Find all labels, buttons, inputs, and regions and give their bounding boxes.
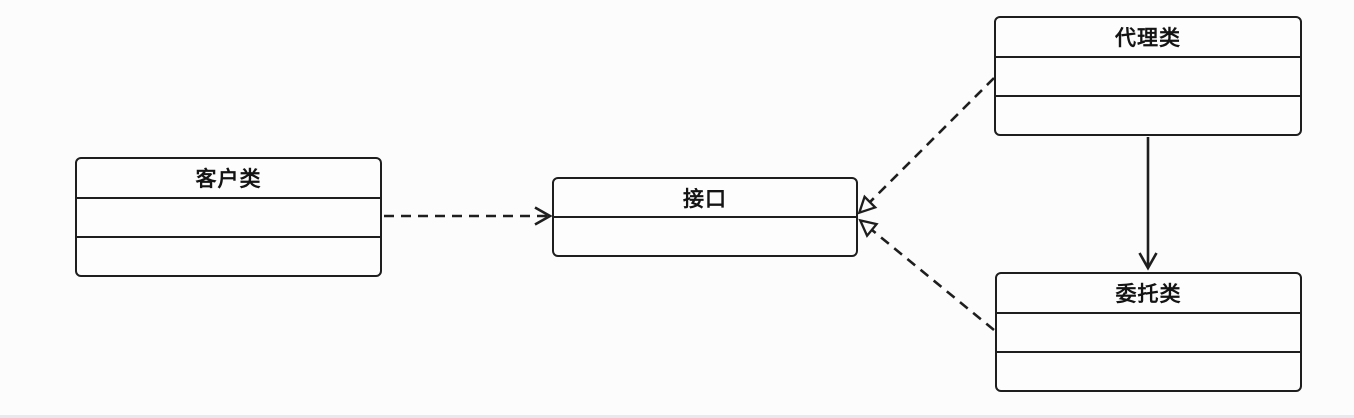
class-box-client: 客户类 [75,157,382,277]
edge-realization-delegate-to-interface [858,218,995,332]
delegate-methods-compartment [997,351,1300,390]
client-methods-compartment [77,236,380,275]
class-title-interface: 接口 [683,187,727,211]
client-attributes-compartment [77,197,380,236]
class-title-client: 客户类 [195,168,262,191]
class-title-delegate: 委托类 [1115,283,1182,306]
bottom-edge-strip [0,415,1354,418]
edge-realization-proxy-to-interface [857,77,995,215]
class-title-proxy: 代理类 [1115,27,1181,50]
proxy-attributes-compartment [996,56,1300,95]
class-box-interface: 接口 [552,177,858,257]
proxy-methods-compartment [996,95,1300,134]
class-box-proxy: 代理类 [994,16,1302,136]
delegate-attributes-compartment [997,312,1300,351]
interface-methods-compartment [554,216,856,255]
class-box-delegate: 委托类 [995,272,1302,392]
